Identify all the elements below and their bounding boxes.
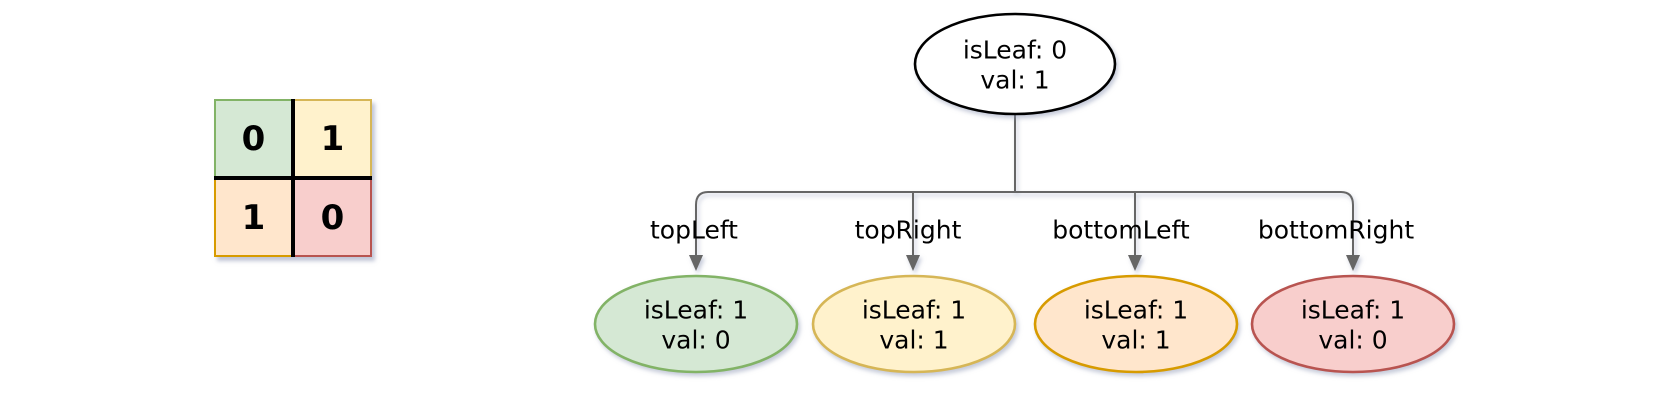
root-node-isleaf: isLeaf: 0 <box>963 36 1067 65</box>
child-node-topleft-val: val: 0 <box>661 326 730 355</box>
root-node: isLeaf: 0 val: 1 <box>913 12 1117 116</box>
matrix-cell-value: 1 <box>241 197 266 238</box>
matrix-cell-topright: 1 <box>295 99 372 176</box>
child-node-topleft-isleaf: isLeaf: 1 <box>644 296 748 325</box>
edge-label-bottomleft: bottomLeft <box>1052 216 1190 245</box>
edge-label-bottomright: bottomRight <box>1258 216 1414 245</box>
input-matrix: 0 1 1 0 <box>214 99 372 257</box>
matrix-cell-value: 0 <box>241 118 266 159</box>
arrowhead-bottomright-icon <box>1346 255 1360 271</box>
child-node-topright: isLeaf: 1 val: 1 <box>811 274 1017 374</box>
child-node-bottomright-shape <box>1250 274 1456 374</box>
child-node-topright-isleaf: isLeaf: 1 <box>862 296 966 325</box>
child-node-topleft-shape <box>593 274 799 374</box>
child-node-bottomleft: isLeaf: 1 val: 1 <box>1033 274 1239 374</box>
root-node-val: val: 1 <box>980 66 1049 95</box>
arrowhead-topright-icon <box>906 255 920 271</box>
edge-label-topright: topRight <box>855 216 962 245</box>
child-node-bottomleft-shape <box>1033 274 1239 374</box>
matrix-cell-bottomright: 0 <box>295 180 372 257</box>
arrowhead-bottomleft-icon <box>1128 255 1142 271</box>
edge-connector-bar <box>695 191 1354 256</box>
arrowhead-topleft-icon <box>689 255 703 271</box>
child-node-topright-val: val: 1 <box>879 326 948 355</box>
matrix-cell-topleft: 0 <box>214 99 291 176</box>
child-node-topright-shape <box>811 274 1017 374</box>
child-node-bottomleft-val: val: 1 <box>1101 326 1170 355</box>
matrix-cell-value: 1 <box>320 118 345 159</box>
child-node-topleft: isLeaf: 1 val: 0 <box>593 274 799 374</box>
child-node-bottomright-val: val: 0 <box>1318 326 1387 355</box>
child-node-bottomleft-isleaf: isLeaf: 1 <box>1084 296 1188 325</box>
matrix-cell-bottomleft: 1 <box>214 180 291 257</box>
matrix-cell-value: 0 <box>320 197 345 238</box>
child-node-bottomright: isLeaf: 1 val: 0 <box>1250 274 1456 374</box>
edge-label-topleft: topLeft <box>650 216 738 245</box>
root-node-shape <box>913 12 1117 116</box>
child-node-bottomright-isleaf: isLeaf: 1 <box>1301 296 1405 325</box>
